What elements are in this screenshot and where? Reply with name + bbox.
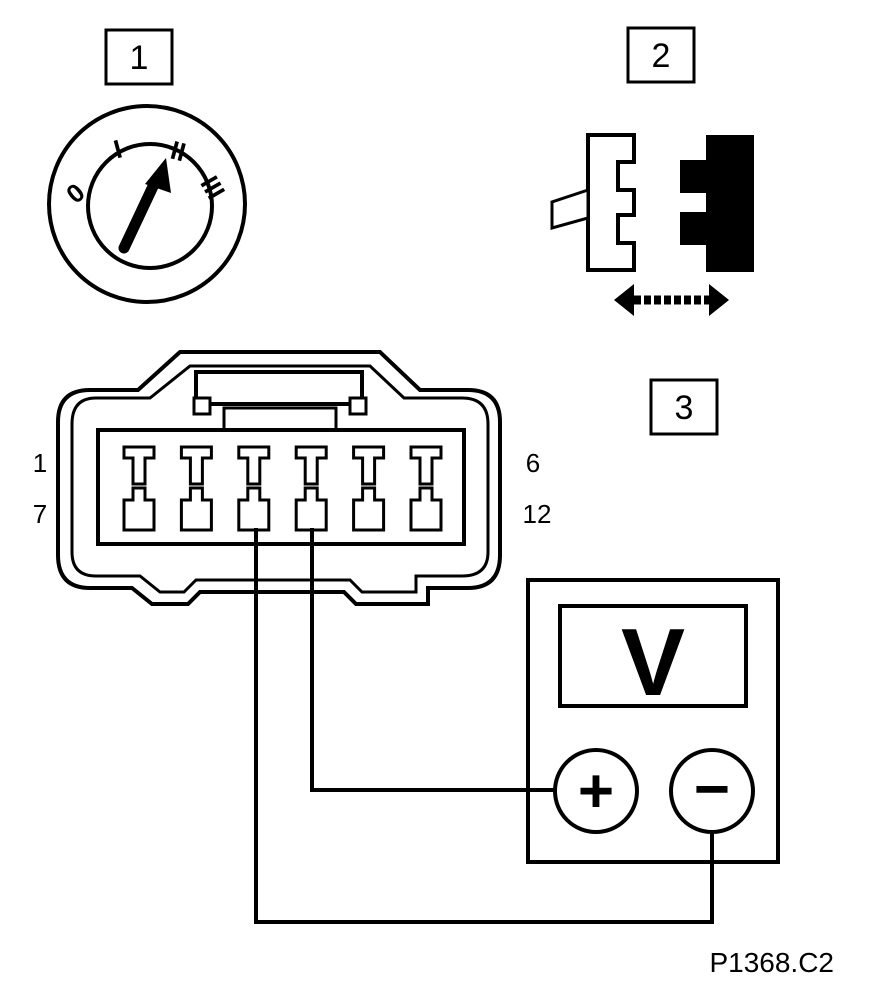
- pin-9: [237, 486, 271, 532]
- step-3-label: 3: [675, 389, 694, 427]
- ignition-arrow-icon: [118, 158, 171, 254]
- connector-pins: [122, 445, 443, 532]
- step-1-label: 1: [130, 39, 149, 77]
- step-2-box: 2: [626, 26, 696, 84]
- pin-12: [409, 486, 443, 532]
- connector-12-pin: 1 7 6 12: [33, 350, 552, 606]
- pin-1: [122, 445, 156, 486]
- pin-label-6: 6: [526, 448, 540, 478]
- step-2-label: 2: [652, 37, 671, 75]
- pin-3: [237, 445, 271, 486]
- connector-disconnect-icon: [550, 133, 754, 316]
- pin-2: [179, 445, 213, 486]
- negative-terminal: −: [669, 748, 755, 834]
- step-1-box: 1: [104, 28, 174, 86]
- positive-terminal-label: +: [578, 757, 614, 826]
- pin-label-7: 7: [33, 499, 47, 529]
- pin-6: [409, 445, 443, 486]
- positive-lead: [310, 528, 555, 792]
- pin-label-12: 12: [523, 499, 552, 529]
- voltmeter-unit: V: [621, 609, 685, 716]
- negative-lead: [254, 528, 714, 924]
- pin-8: [179, 486, 213, 532]
- pin-11: [352, 486, 386, 532]
- positive-terminal: +: [553, 748, 639, 834]
- test-leads: [254, 528, 714, 924]
- step-3-box: 3: [649, 378, 719, 436]
- ignition-switch-icon: 0 I II III: [47, 104, 247, 304]
- negative-terminal-label: −: [694, 755, 730, 824]
- pin-5: [352, 445, 386, 486]
- double-arrow-icon: [614, 284, 729, 316]
- voltmeter: V + −: [526, 578, 780, 864]
- pin-7: [122, 486, 156, 532]
- pin-label-1: 1: [33, 448, 47, 478]
- reference-code: P1368.C2: [709, 947, 834, 978]
- pin-10: [294, 486, 328, 532]
- pin-4: [294, 445, 328, 486]
- voltmeter-display: [558, 604, 748, 708]
